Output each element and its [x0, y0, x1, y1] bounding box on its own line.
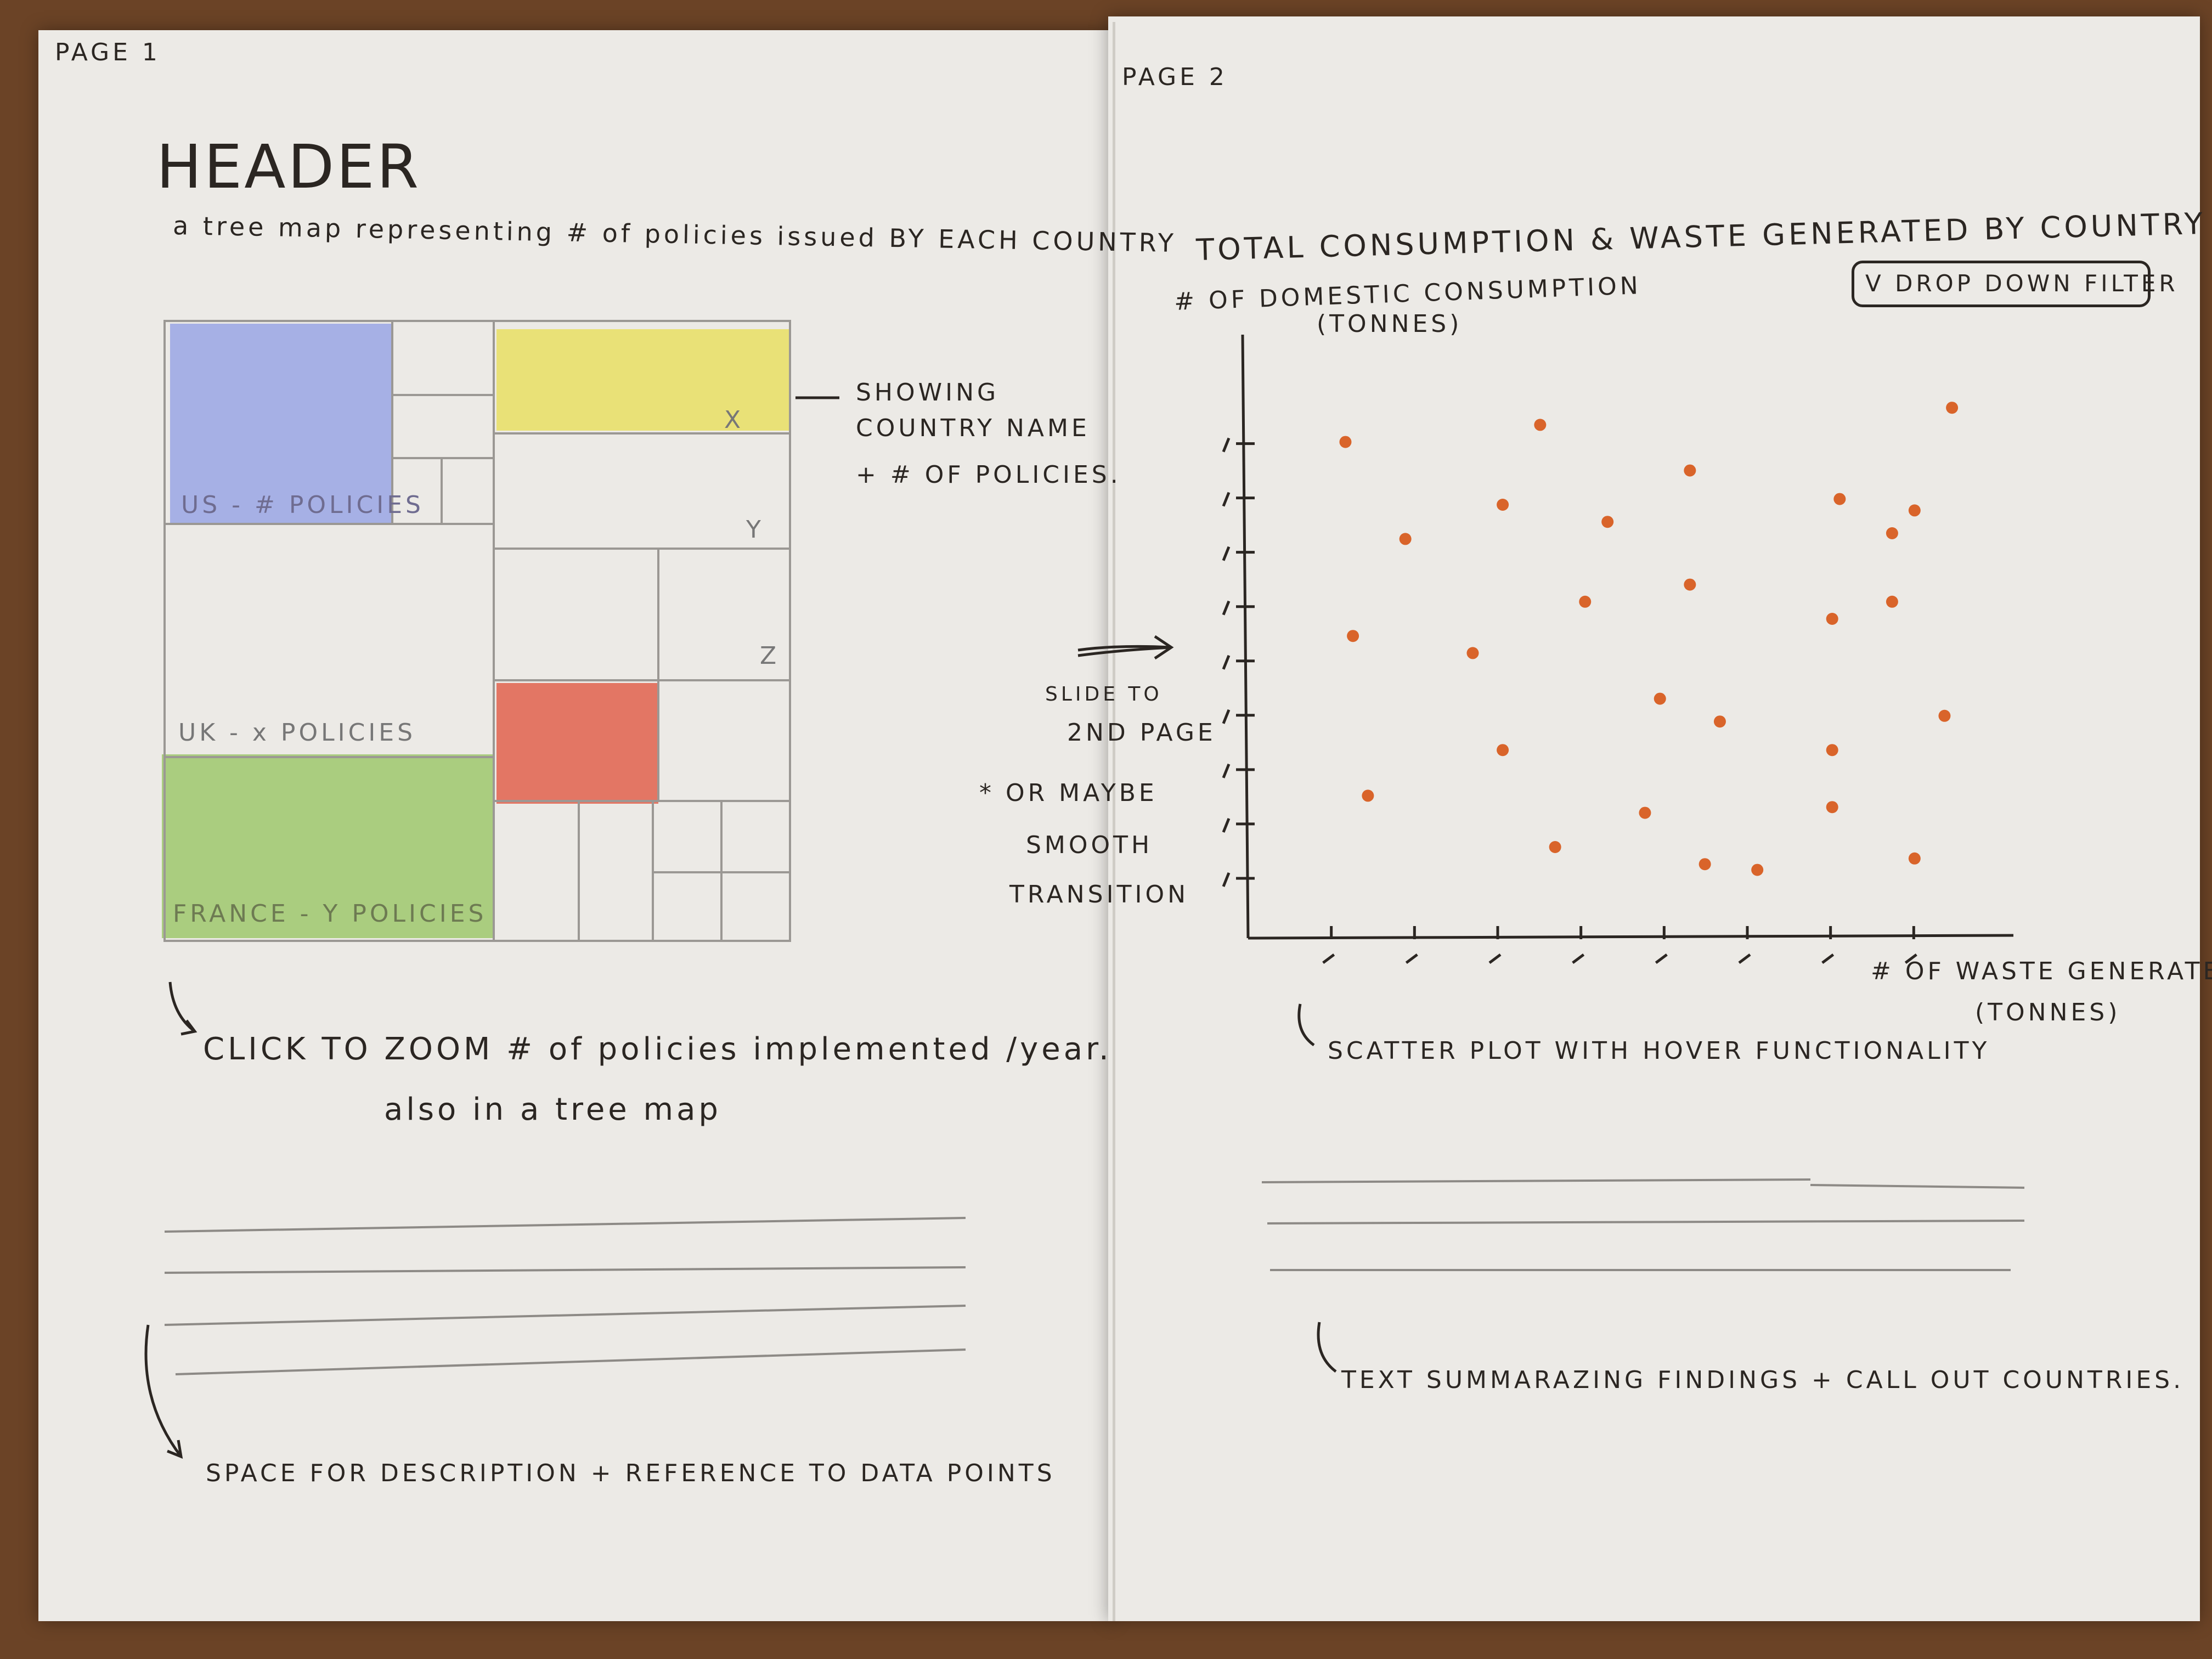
scatter-point[interactable]: [1497, 744, 1509, 757]
x-axis: [1248, 934, 2014, 940]
treemap-cell-yellow[interactable]: [496, 329, 790, 431]
scatter-point[interactable]: [1347, 630, 1359, 642]
scatter-point[interactable]: [1654, 692, 1666, 705]
x-axis-tick: [1655, 926, 1668, 964]
scatter-point[interactable]: [1684, 464, 1696, 477]
page-2-sheet: [1108, 16, 2200, 1621]
x-axis-label-2: (TONNES): [1975, 998, 2121, 1026]
x-axis-label-1: # OF WASTE GENERATED: [1871, 957, 2212, 985]
scatter-point[interactable]: [1639, 806, 1651, 819]
y-axis-tick: [1222, 817, 1255, 833]
transition-note-1: * OR MAYBE: [979, 779, 1158, 807]
scatter-point[interactable]: [1826, 801, 1838, 814]
treemap-cell-red[interactable]: [496, 683, 658, 804]
scatter-point[interactable]: [1908, 504, 1921, 517]
y-axis-tick: [1222, 709, 1255, 724]
scatter-point[interactable]: [1549, 841, 1561, 853]
transition-note-2: SMOOTH: [1026, 831, 1153, 859]
x-axis-tick: [1405, 926, 1418, 964]
scatter-point[interactable]: [1339, 436, 1352, 448]
treemap-letter-y: Y: [746, 516, 764, 544]
treemap-label-uk: UK - x POLICIES: [178, 719, 416, 747]
scatter-point[interactable]: [1946, 402, 1959, 414]
scatter-point[interactable]: [1908, 852, 1921, 865]
treemap-outline: [163, 320, 791, 942]
slide-note-2: 2ND PAGE: [1067, 719, 1216, 747]
zoom-note-2: also in a tree map: [384, 1092, 721, 1127]
drop-down-filter[interactable]: V DROP DOWN FILTER: [1852, 261, 2175, 307]
y-axis-tick: [1222, 437, 1255, 453]
y-axis-tick: [1222, 492, 1255, 507]
treemap-letter-z: Z: [760, 642, 780, 670]
scatter-point[interactable]: [1699, 858, 1711, 871]
treemap-cell-france[interactable]: [162, 754, 494, 938]
scatter-point[interactable]: [1938, 709, 1951, 722]
scatter-point[interactable]: [1833, 493, 1846, 505]
y-axis-tick: [1222, 872, 1255, 887]
arrow-down-description-icon: [144, 1324, 183, 1459]
arrow-right-icon: [1077, 635, 1174, 660]
x-axis-tick: [1488, 926, 1502, 964]
text-summary-note: TEXT SUMMARAZING FINDINGS + CALL OUT COU…: [1341, 1366, 2185, 1394]
scatter-point[interactable]: [1826, 744, 1838, 757]
arrow-down-scatter-icon: [1297, 1003, 1315, 1047]
treemap-letter-x: X: [724, 406, 744, 434]
page-2-label: PAGE 2: [1122, 63, 1228, 91]
y-axis-tick: [1222, 546, 1255, 561]
x-axis-tick: [1821, 926, 1835, 964]
zoom-note: CLICK TO ZOOM # of policies implemented …: [203, 1031, 1112, 1067]
scatter-point[interactable]: [1497, 499, 1509, 511]
annotation-line-1: SHOWING: [856, 379, 1000, 407]
scatter-point[interactable]: [1601, 516, 1614, 528]
arrow-down-zoom-icon: [168, 981, 198, 1036]
scatter-point[interactable]: [1751, 864, 1764, 876]
page-fold: [1113, 22, 1115, 1621]
scatter-point[interactable]: [1886, 527, 1898, 539]
scatter-point[interactable]: [1684, 578, 1696, 591]
treemap-label-us: US - # POLICIES: [181, 491, 424, 519]
scatter-note: SCATTER PLOT WITH HOVER FUNCTIONALITY: [1328, 1037, 1990, 1065]
treemap-cell-us[interactable]: [170, 324, 392, 524]
scatter-point[interactable]: [1713, 715, 1726, 728]
scatter-point[interactable]: [1534, 419, 1547, 431]
y-axis-tick: [1222, 600, 1255, 616]
arrow-down-text-icon: [1317, 1322, 1337, 1373]
slide-note-1: SLIDE TO: [1045, 683, 1163, 706]
scatter-point[interactable]: [1886, 595, 1898, 608]
scatter-point[interactable]: [1399, 533, 1412, 545]
scatter-point[interactable]: [1579, 595, 1592, 608]
page-1-header: HEADER: [156, 132, 421, 202]
page-1-label: PAGE 1: [55, 38, 161, 66]
x-axis-tick: [1738, 926, 1751, 964]
treemap-label-france: FRANCE - Y POLICIES: [173, 900, 487, 928]
drop-down-filter-label: V DROP DOWN FILTER: [1865, 270, 2179, 297]
y-axis-tick: [1222, 763, 1255, 778]
description-note: SPACE FOR DESCRIPTION + REFERENCE TO DAT…: [206, 1459, 1056, 1487]
annotation-line-3: + # OF POLICIES.: [856, 461, 1121, 489]
x-axis-tick: [1322, 926, 1335, 964]
y-axis: [1241, 334, 1250, 939]
scatter-point[interactable]: [1466, 647, 1479, 659]
x-axis-tick: [1572, 926, 1585, 964]
y-axis-label-2: (TONNES): [1317, 310, 1463, 338]
annotation-line-2: COUNTRY NAME: [856, 414, 1090, 442]
y-axis-tick: [1222, 654, 1255, 670]
x-axis-tick: [1904, 926, 1917, 964]
transition-note-3: TRANSITION: [1009, 881, 1189, 909]
scatter-point[interactable]: [1826, 613, 1838, 625]
scatter-point[interactable]: [1362, 789, 1374, 802]
